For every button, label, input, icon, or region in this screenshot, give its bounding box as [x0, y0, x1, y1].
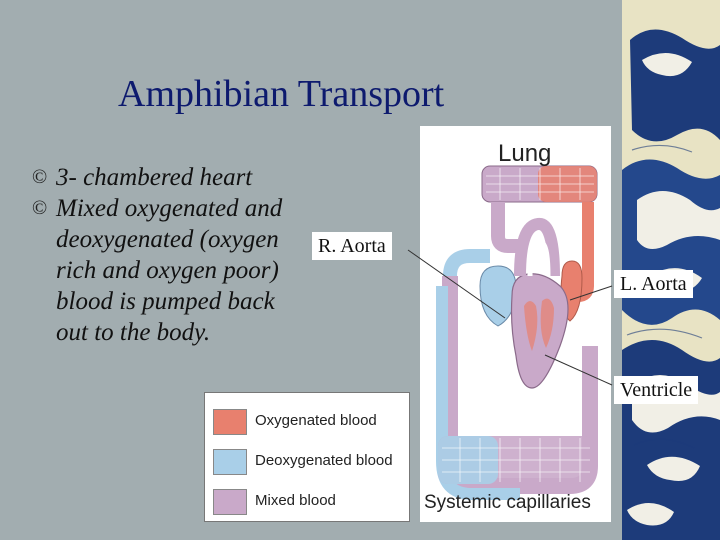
deoxygenated-swatch [213, 449, 247, 475]
legend-item: Deoxygenated blood [213, 445, 405, 479]
l-aorta-label: L. Aorta [614, 270, 693, 298]
bullet-icon: © [32, 166, 48, 188]
legend-label: Mixed blood [255, 492, 336, 509]
legend-item: Oxygenated blood [213, 405, 405, 439]
oxygenated-swatch [213, 409, 247, 435]
mixed-swatch [213, 489, 247, 515]
bullet-item: © Mixed oxygenated and deoxygenated (oxy… [32, 193, 302, 348]
ventricle-label: Ventricle [614, 376, 699, 404]
circulation-diagram [420, 126, 611, 522]
legend-label: Deoxygenated blood [255, 452, 393, 469]
systemic-capillaries-label: Systemic capillaries [424, 492, 591, 513]
bullet-list: © 3- chambered heart © Mixed oxygenated … [32, 162, 302, 348]
lung-label: Lung [498, 140, 552, 167]
bullet-text: 3- chambered heart [56, 164, 253, 191]
legend-item: Mixed blood [213, 485, 405, 519]
legend-label: Oxygenated blood [255, 412, 377, 429]
bullet-icon: © [32, 197, 48, 219]
slide-title: Amphibian Transport [118, 73, 445, 115]
bullet-item: © 3- chambered heart [32, 162, 302, 193]
bullet-text: Mixed oxygenated and deoxygenated (oxyge… [56, 195, 283, 346]
r-aorta-label: R. Aorta [312, 232, 392, 260]
blood-legend: Oxygenated blood Deoxygenated blood Mixe… [204, 392, 410, 522]
